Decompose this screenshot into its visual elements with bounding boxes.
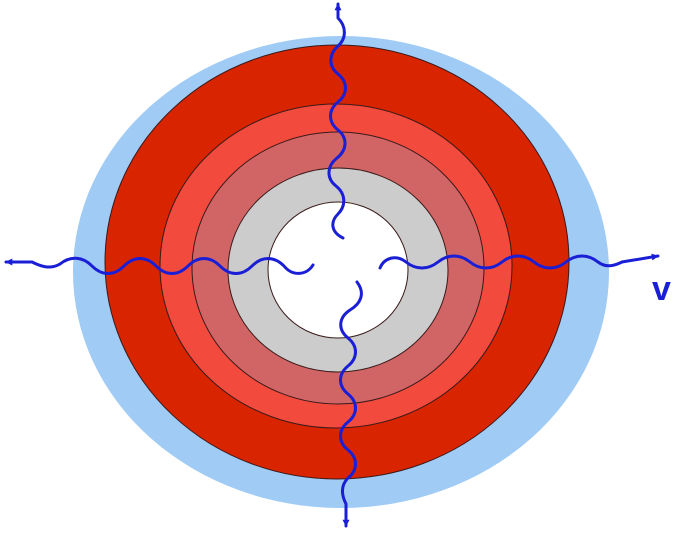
wave-right xyxy=(378,253,660,270)
wave-down xyxy=(339,280,363,528)
velocity-label: v xyxy=(652,270,671,308)
wave-left xyxy=(4,256,315,275)
core xyxy=(267,201,409,339)
wave-up xyxy=(327,2,347,240)
